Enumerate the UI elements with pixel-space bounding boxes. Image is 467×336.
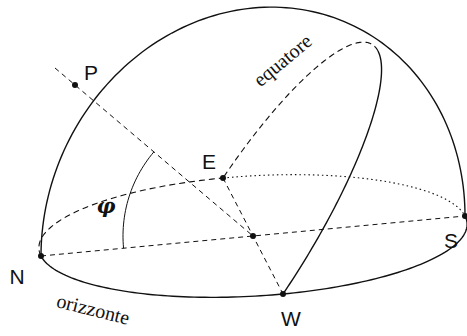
- equator-front: [283, 51, 382, 294]
- equator-label: equatore: [249, 30, 315, 90]
- horizon-back-north: [39, 178, 223, 256]
- east-west-line: [223, 178, 283, 294]
- horizon-front: [41, 216, 467, 297]
- north-south-line: [41, 216, 465, 256]
- point-dot: [280, 291, 286, 297]
- horizon-label: orizzonte: [54, 290, 131, 327]
- horizon-back-south: [223, 175, 465, 216]
- pole-label: P: [84, 62, 98, 83]
- sphere-outline: [41, 7, 465, 256]
- point-dot: [38, 253, 44, 259]
- point-label: E: [202, 151, 216, 172]
- point-label: N: [9, 266, 24, 287]
- latitude-arc: [123, 152, 154, 248]
- angle-label: φ: [96, 195, 115, 216]
- point-label: S: [444, 230, 458, 251]
- point-label: W: [281, 308, 301, 329]
- point-dot: [462, 213, 467, 219]
- point-dot: [220, 175, 226, 181]
- point-dot: [250, 233, 256, 239]
- equator-back: [223, 42, 378, 178]
- point-dot: [72, 82, 78, 88]
